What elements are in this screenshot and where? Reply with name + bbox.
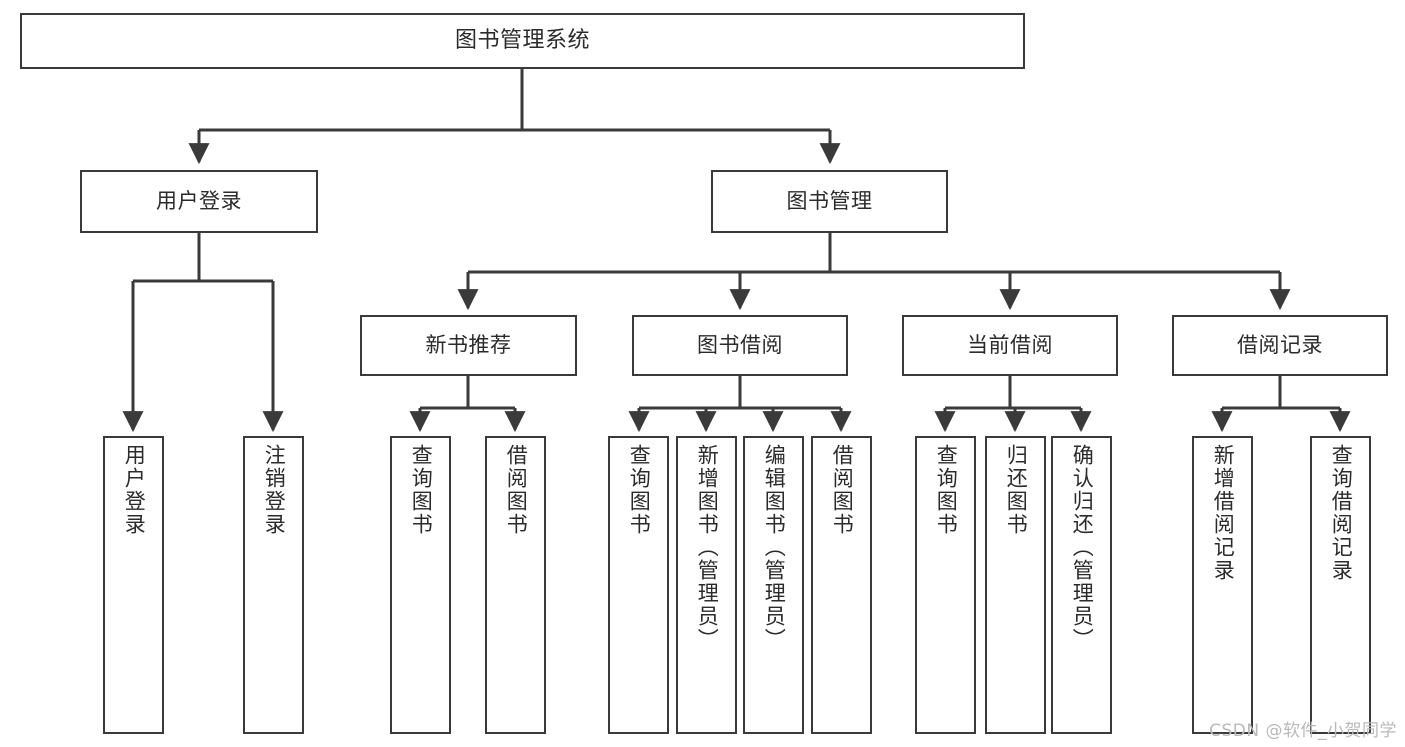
node-label: 新增借阅记录 [1211,444,1236,582]
node-leaf-return-book[interactable]: 归还图书 [985,436,1046,734]
node-label: 借阅记录 [1237,333,1323,358]
node-label: 编辑图书（管理员） [762,444,787,651]
node-label: 借阅图书 [830,444,855,536]
csdn-watermark: CSDN @软件_小贺同学 [1209,721,1397,741]
node-leaf-query-borrow-record[interactable]: 查询借阅记录 [1310,436,1371,734]
node-user-login[interactable]: 用户登录 [80,170,318,233]
node-label: 图书借阅 [697,333,783,358]
node-leaf-add-book-admin[interactable]: 新增图书（管理员） [676,436,737,734]
node-borrow-record[interactable]: 借阅记录 [1172,315,1388,376]
node-book-borrow[interactable]: 图书借阅 [632,315,848,376]
node-label: 用户登录 [156,189,242,214]
node-current-borrow[interactable]: 当前借阅 [902,315,1118,376]
node-label: 归还图书 [1004,444,1029,536]
node-leaf-borrow-book-recommend[interactable]: 借阅图书 [485,436,546,734]
node-leaf-query-book-current[interactable]: 查询图书 [915,436,976,734]
node-label: 查询图书 [409,444,434,536]
node-label: 图书管理 [786,189,873,214]
node-leaf-confirm-return-admin[interactable]: 确认归还（管理员） [1051,436,1112,734]
node-leaf-borrow-book[interactable]: 借阅图书 [811,436,872,734]
node-leaf-user-login[interactable]: 用户登录 [103,436,164,734]
node-label: 查询借阅记录 [1329,444,1354,582]
node-label: 新增图书（管理员） [695,444,720,651]
node-root-book-management-system[interactable]: 图书管理系统 [20,13,1025,69]
node-label: 查询图书 [934,444,959,536]
node-label: 查询图书 [627,444,652,536]
node-leaf-query-book-borrow[interactable]: 查询图书 [608,436,669,734]
node-label: 图书管理系统 [454,28,590,54]
node-label: 新书推荐 [425,333,512,358]
node-label: 用户登录 [122,444,147,536]
node-book-management[interactable]: 图书管理 [711,170,948,233]
node-label: 当前借阅 [967,333,1053,358]
node-leaf-logout[interactable]: 注销登录 [243,436,304,734]
node-new-book-recommend[interactable]: 新书推荐 [360,315,577,376]
node-leaf-query-book-recommend[interactable]: 查询图书 [390,436,451,734]
node-leaf-edit-book-admin[interactable]: 编辑图书（管理员） [743,436,804,734]
node-label: 注销登录 [262,444,287,536]
node-leaf-add-borrow-record[interactable]: 新增借阅记录 [1192,436,1253,734]
node-label: 确认归还（管理员） [1070,444,1095,651]
node-label: 借阅图书 [504,444,529,536]
